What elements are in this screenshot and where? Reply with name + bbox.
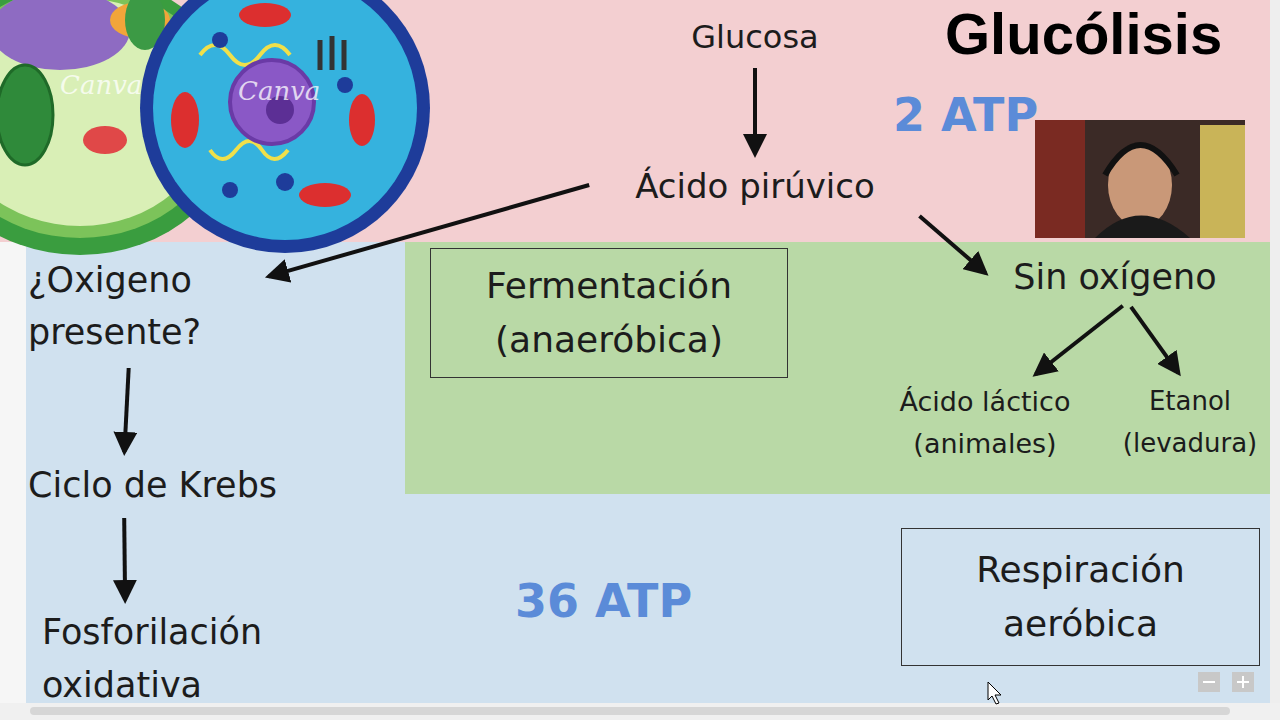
zoom-icon — [1203, 676, 1249, 688]
webcam-frame — [1035, 120, 1245, 238]
node-text: Ácido pirúvico — [595, 166, 915, 207]
condition-text: Sin oxígeno — [990, 252, 1240, 302]
node-text: Fermentación (anaeróbica) — [439, 259, 779, 367]
flow-arrow — [920, 216, 986, 273]
plant-mitochondrion — [83, 126, 127, 154]
watermark: Canva — [238, 76, 320, 106]
animal-cytoplasm — [153, 0, 417, 240]
webcam-headset — [1105, 145, 1177, 175]
golgi — [320, 36, 344, 70]
flow-arrow — [269, 185, 589, 276]
ribosome — [222, 182, 238, 198]
flow-arrow — [124, 368, 128, 452]
node-text: ¿Oxigeno presente? — [28, 254, 263, 359]
process-text: Fosforilación oxidativa — [42, 606, 362, 711]
mitochondrion — [239, 3, 291, 27]
webcam-body — [1095, 216, 1190, 239]
scroll-thumb — [30, 707, 1230, 715]
process-text: Ácido pirúvico — [595, 160, 915, 212]
animal-cell-border — [140, 0, 430, 253]
node-text: Sin oxígeno — [990, 256, 1240, 298]
ribosome — [276, 173, 294, 191]
node-text: Ciclo de Krebs — [28, 464, 338, 506]
node-text: Glucosa — [670, 18, 840, 56]
decision-text: ¿Oxigeno presente? — [28, 250, 263, 362]
mouse-cursor — [988, 682, 1001, 704]
chloroplast — [0, 65, 53, 165]
white-margin — [0, 242, 26, 703]
process-box: Fermentación (anaeróbica) — [430, 248, 788, 378]
slide-title: Glucólisis — [945, 0, 1222, 67]
watermark: Canva — [60, 70, 142, 100]
flow-arrow — [1036, 306, 1123, 375]
node-text: Respiración aeróbica — [910, 543, 1251, 651]
ribosome — [212, 32, 228, 48]
node-text: Fosforilación oxidativa — [42, 606, 362, 711]
ribosome — [337, 77, 353, 93]
flow-arrow — [753, 68, 757, 154]
flow-arrow — [122, 518, 127, 600]
process-box: Respiración aeróbica — [901, 528, 1260, 666]
webcam-background — [1035, 120, 1085, 238]
webcam-background — [1200, 125, 1245, 238]
flow-arrow — [1131, 307, 1179, 373]
process-text: Ciclo de Krebs — [28, 458, 338, 512]
atp-count: 2 ATP — [893, 88, 1038, 142]
right-scrollbar — [1270, 0, 1280, 720]
atp-count: 36 ATP — [515, 574, 692, 628]
mitochondrion — [299, 183, 351, 207]
mitochondrion — [171, 92, 199, 148]
mitochondrion — [349, 94, 375, 146]
plant-vacuole — [0, 0, 130, 70]
start-text: Glucosa — [670, 12, 840, 62]
product-text: Ácido láctico (animales) — [870, 378, 1100, 468]
node-text: Ácido láctico (animales) — [870, 381, 1100, 465]
node-text: Etanol (levadura) — [1110, 381, 1270, 464]
product-text: Etanol (levadura) — [1110, 378, 1270, 468]
